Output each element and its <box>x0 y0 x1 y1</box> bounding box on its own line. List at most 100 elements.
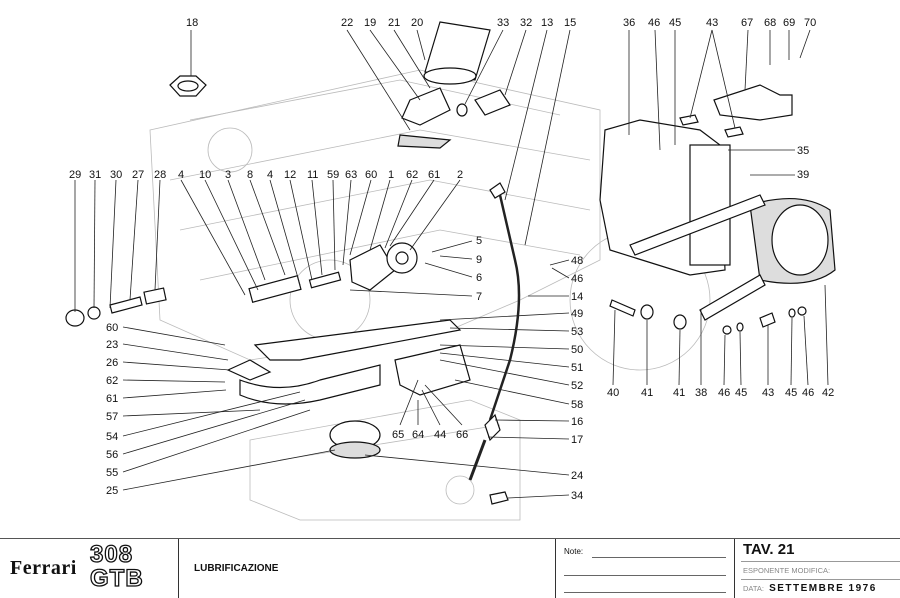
callout: 28 <box>154 169 166 181</box>
title-block: Ferrari 308 GTB LUBRIFICAZIONE Note: TAV… <box>0 538 900 598</box>
callout: 60 <box>365 169 377 181</box>
engine-block-ghost <box>149 69 711 521</box>
callout: 29 <box>69 169 81 181</box>
brand-logo: Ferrari <box>10 557 77 579</box>
callout: 57 <box>106 411 118 423</box>
callout: 9 <box>476 254 482 266</box>
pressure-relief-valve <box>65 287 167 327</box>
callout: 50 <box>571 344 583 356</box>
callout: 19 <box>364 17 376 29</box>
callout: 40 <box>607 387 619 399</box>
callout: 56 <box>106 449 118 461</box>
callout: 14 <box>571 291 583 303</box>
leader-lines <box>74 29 829 499</box>
callout: 4 <box>267 169 273 181</box>
callout: 39 <box>797 169 809 181</box>
notes-cell: Note: <box>555 539 735 598</box>
cooler-fittings <box>609 299 807 335</box>
callout: 11 <box>307 169 318 181</box>
callout: 38 <box>695 387 707 399</box>
callout: 30 <box>110 169 122 181</box>
callout: 45 <box>735 387 747 399</box>
callout: 46 <box>648 17 660 29</box>
callout: 48 <box>571 255 583 267</box>
date-row: DATA: SETTEMBRE 1976 <box>741 579 900 598</box>
callout: 58 <box>571 399 583 411</box>
callout: 62 <box>406 169 418 181</box>
callout: 65 <box>392 429 404 441</box>
callout: 46 <box>571 273 583 285</box>
callout: 44 <box>434 429 446 441</box>
callout: 22 <box>341 17 353 29</box>
callout: 45 <box>669 17 681 29</box>
cooler-bracket <box>679 84 793 138</box>
note-line <box>592 557 726 558</box>
callout: 32 <box>520 17 532 29</box>
model-number: 308 <box>89 541 134 568</box>
oil-pickup-and-baffle <box>226 319 471 459</box>
callout: 45 <box>785 387 797 399</box>
callout: 2 <box>457 169 463 181</box>
plate-reference-cell: TAV. 21 ESPONENTE MODIFICA: DATA: SETTEM… <box>733 539 900 598</box>
callout: 63 <box>345 169 357 181</box>
callout: 68 <box>764 17 776 29</box>
callout: 18 <box>186 17 198 29</box>
callout: 53 <box>571 326 583 338</box>
callout: 33 <box>497 17 509 29</box>
oil-pump <box>248 242 418 303</box>
callout: 16 <box>571 416 583 428</box>
callout: 49 <box>571 308 583 320</box>
callout: 52 <box>571 380 583 392</box>
callout: 61 <box>106 393 118 405</box>
callout: 17 <box>571 434 583 446</box>
callout: 66 <box>456 429 468 441</box>
callout: 31 <box>89 169 101 181</box>
callout: 69 <box>783 17 795 29</box>
callout: 21 <box>388 17 400 29</box>
callout: 43 <box>706 17 718 29</box>
logo-cell: Ferrari 308 GTB <box>0 539 179 598</box>
callout: 5 <box>476 235 482 247</box>
callout: 26 <box>106 357 118 369</box>
callout: 35 <box>797 145 809 157</box>
note-line <box>564 592 726 593</box>
callout: 51 <box>571 362 583 374</box>
callout: 23 <box>106 339 118 351</box>
callout: 25 <box>106 485 118 497</box>
callout: 15 <box>564 17 576 29</box>
oil-cooler-tank <box>599 119 836 321</box>
model-variant: GTB <box>89 565 144 592</box>
revision-row: ESPONENTE MODIFICA: <box>741 561 900 580</box>
plate-number: TAV. 21 <box>743 541 795 558</box>
date-value: SETTEMBRE 1976 <box>769 583 877 594</box>
callout: 67 <box>741 17 753 29</box>
callout: 12 <box>284 169 296 181</box>
oil-pressure-sender <box>456 89 511 117</box>
callout: 3 <box>225 169 231 181</box>
callout: 1 <box>388 169 394 181</box>
callout: 60 <box>106 322 118 334</box>
callout: 8 <box>247 169 253 181</box>
callout: 42 <box>822 387 834 399</box>
oil-filler-cap <box>169 75 207 97</box>
callout-labels: 18 22 19 21 20 33 32 13 15 36 46 45 43 6… <box>69 17 834 502</box>
callout: 46 <box>718 387 730 399</box>
note-line <box>564 575 726 576</box>
callout: 62 <box>106 375 118 387</box>
section-title: LUBRIFICAZIONE <box>194 563 279 574</box>
callout: 20 <box>411 17 423 29</box>
exploded-parts-diagram: 18 22 19 21 20 33 32 13 15 36 46 45 43 6… <box>65 17 836 521</box>
callout: 6 <box>476 272 482 284</box>
callout: 36 <box>623 17 635 29</box>
callout: 4 <box>178 169 184 181</box>
callout: 34 <box>571 490 583 502</box>
callout: 10 <box>199 169 211 181</box>
callout: 64 <box>412 429 424 441</box>
callout: 43 <box>762 387 774 399</box>
callout: 27 <box>132 169 144 181</box>
callout: 70 <box>804 17 816 29</box>
dipstick-and-tube <box>468 182 521 505</box>
callout: 24 <box>571 470 583 482</box>
callout: 46 <box>802 387 814 399</box>
callout: 54 <box>106 431 118 443</box>
